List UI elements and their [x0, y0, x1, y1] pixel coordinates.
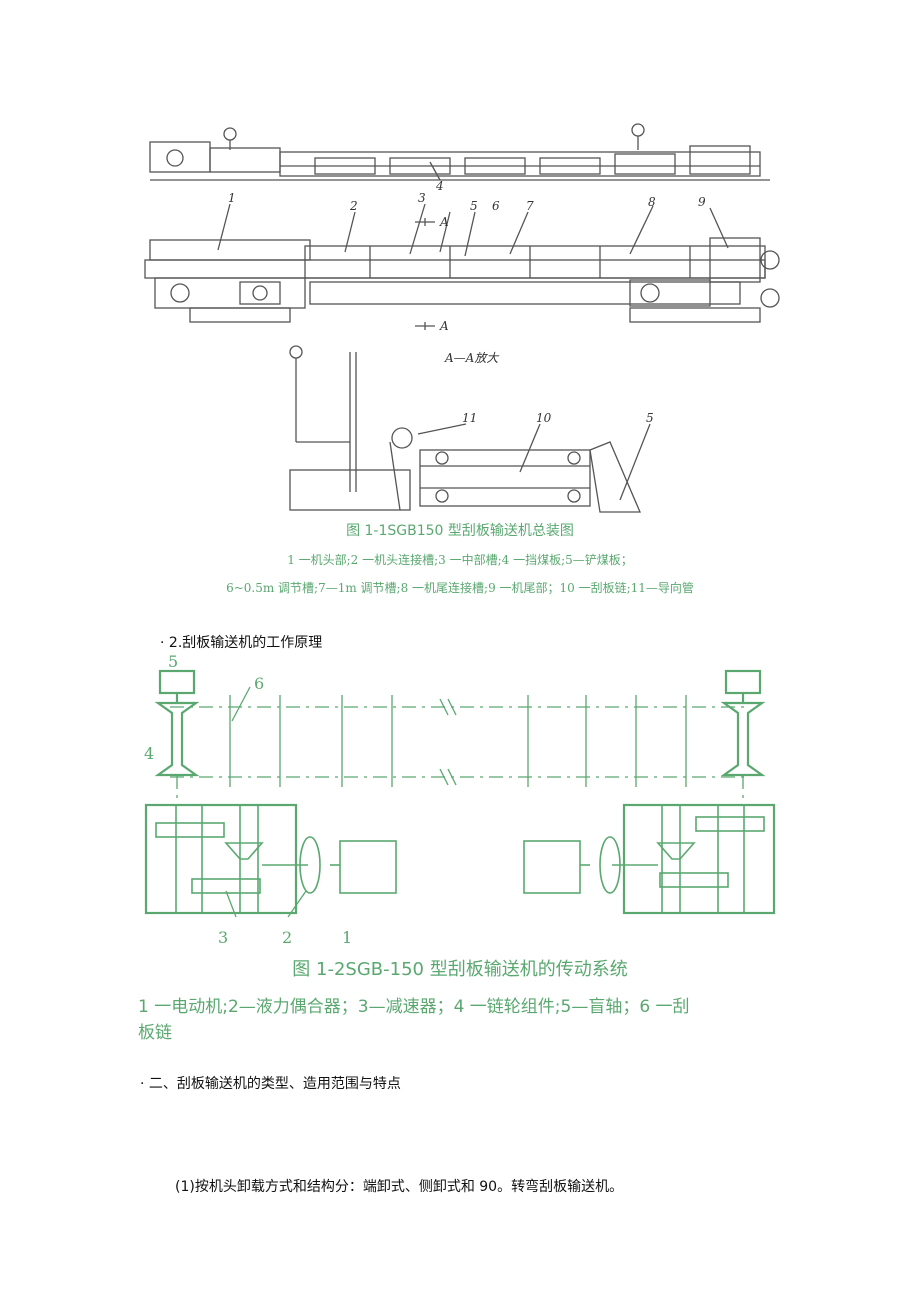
- section2-title: 2.刮板输送机的工作原理: [168, 635, 323, 651]
- fig1-detail-label-5: 5: [646, 411, 654, 425]
- fig1-label-7: 7: [526, 199, 534, 213]
- fig2-label-3: 3: [218, 928, 228, 947]
- fig1-label-6: 6: [492, 199, 500, 213]
- fig2-label-4: 4: [144, 744, 154, 763]
- fig1-label-3: 3: [418, 191, 426, 205]
- fig1-section-mark-bottom: A: [439, 319, 449, 333]
- fig1-detail-label-11: 11: [462, 411, 477, 425]
- figure2-caption: 图 1-2SGB-150 型刮板输送机的传动系统: [292, 959, 628, 980]
- fig2-label-2: 2: [282, 928, 292, 947]
- section3-title: 二、刮板输送机的类型、造用范围与特点: [148, 1076, 401, 1092]
- section2-bullet: ·: [160, 635, 165, 651]
- fig1-section-title: A—A放大: [444, 351, 499, 365]
- figure1-legend-line2: 6~0.5m 调节槽;7—1m 调节槽;8 一机尾连接槽;9 一机尾部；10 一…: [226, 581, 694, 595]
- fig1-label-4: 4: [435, 179, 444, 193]
- classification-paragraph: (1)按机头卸载方式和结构分：端卸式、侧卸式和 90。转弯刮板输送机。: [175, 1179, 624, 1195]
- section3-bullet: ·: [140, 1076, 145, 1092]
- figure2-legend-line1: 1 一电动机;2—液力偶合器；3—减速器；4 一链轮组件;5—盲轴；6 一刮: [138, 997, 690, 1017]
- section3-heading: · 二、刮板输送机的类型、造用范围与特点: [140, 1073, 401, 1093]
- fig1-label-5: 5: [470, 199, 478, 213]
- fig2-label-5: 5: [168, 655, 178, 671]
- figure2-legend-line2: 板链: [138, 1023, 172, 1043]
- fig1-label-9: 9: [698, 195, 706, 209]
- fig2-label-1: 1: [342, 928, 352, 947]
- figure1-legend-line1: 1 一机头部;2 一机头连接槽;3 一中部槽;4 一挡煤板;5—铲煤板；: [287, 553, 633, 567]
- fig2-label-6: 6: [254, 674, 264, 693]
- fig1-label-8: 8: [648, 195, 656, 209]
- fig1-detail-label-10: 10: [536, 411, 552, 425]
- section2-heading: · 2.刮板输送机的工作原理: [160, 632, 322, 652]
- fig1-section-mark-top: A: [439, 215, 449, 229]
- figure2-legend: 1 一电动机;2—液力偶合器；3—减速器；4 一链轮组件;5—盲轴；6 一刮 板…: [138, 994, 798, 1046]
- transmission-system-figure: 5 6 4 3 2 1: [144, 655, 776, 947]
- assembly-drawing-figure: 1 2 3 4 5 6 7 8 9 A A A—A放大 11 10 5: [144, 123, 780, 513]
- figure1-caption: 图 1-1SGB150 型刮板输送机总装图: [346, 523, 574, 539]
- fig1-label-1: 1: [228, 191, 236, 205]
- fig1-label-2: 2: [349, 199, 358, 213]
